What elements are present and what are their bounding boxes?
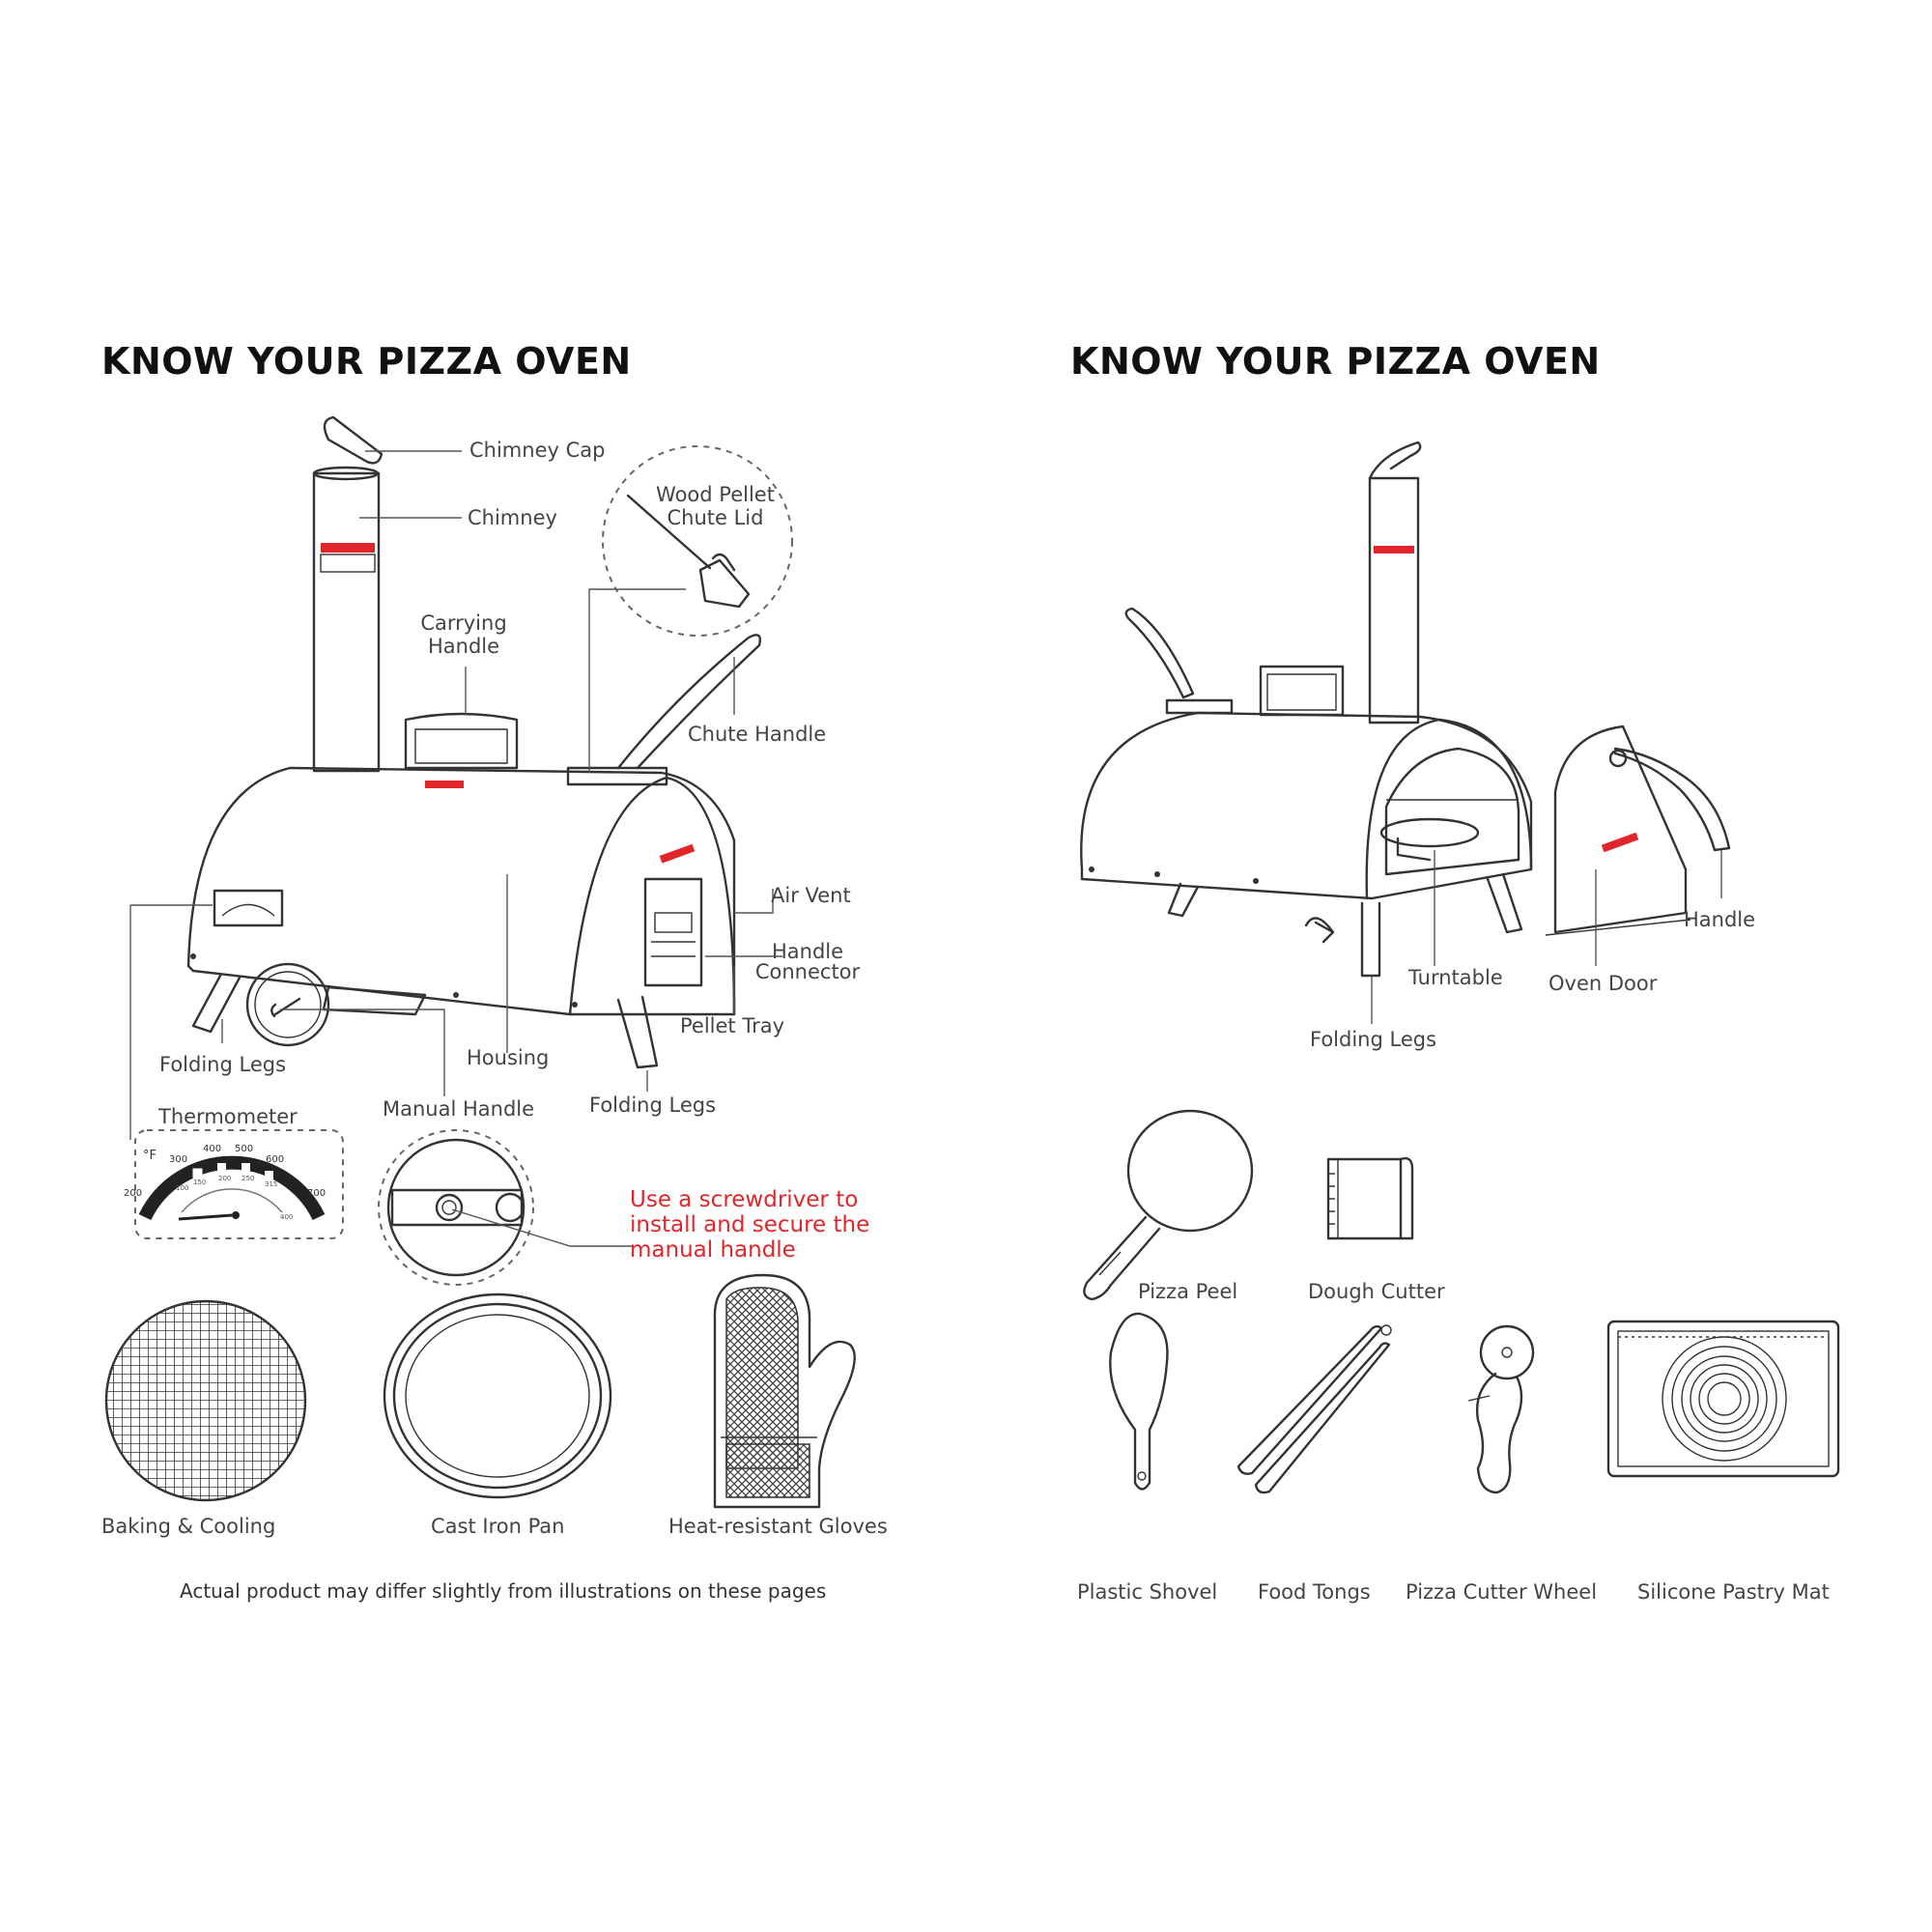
folding-leg-right-icon (616, 995, 659, 1069)
heat-resistant-glove-icon (713, 1273, 856, 1509)
label-cast-iron-pan: Cast Iron Pan (431, 1515, 565, 1538)
folding-leg-icon (1167, 882, 1200, 918)
label-baking-cooling: Baking & Cooling (101, 1515, 276, 1538)
food-tongs-icon (1236, 1324, 1392, 1494)
label-carrying-handle: Carrying Handle (420, 611, 507, 659)
label-plastic-shovel: Plastic Shovel (1077, 1580, 1218, 1604)
label-air-vent: Air Vent (771, 884, 851, 907)
label-pizza-cutter-wheel: Pizza Cutter Wheel (1406, 1580, 1598, 1604)
label-chimney-cap: Chimney Cap (469, 439, 606, 462)
dough-cutter-icon (1326, 1156, 1414, 1240)
pizza-peel-icon (1083, 1109, 1254, 1301)
folding-leg-icon (1486, 872, 1523, 934)
label-pizza-peel: Pizza Peel (1138, 1280, 1238, 1303)
housing-icon (1080, 711, 1533, 900)
pizza-cutter-wheel-icon (1467, 1324, 1535, 1494)
folding-leg-icon (1360, 901, 1381, 978)
gauge-tick: 600 (266, 1154, 284, 1165)
manual-handle-detail (378, 1129, 633, 1286)
label-dough-cutter: Dough Cutter (1308, 1280, 1445, 1303)
pellet-tray-icon (322, 985, 427, 1016)
gauge-tick: 500 (235, 1144, 253, 1154)
gauge-inner-tick: 100 (176, 1184, 188, 1192)
manual-handle-wheel-icon (245, 962, 330, 1047)
label-chimney: Chimney (468, 506, 557, 529)
folding-leg-left-icon (191, 974, 242, 1034)
gauge-inner-tick: 150 (193, 1179, 206, 1186)
gauge-tick: 400 (203, 1144, 221, 1154)
gauge-inner-tick: 200 (218, 1175, 231, 1182)
chute-lid-icon (566, 766, 668, 786)
label-folding-legs: Folding Legs (1310, 1028, 1437, 1051)
label-folding-legs-left: Folding Legs (159, 1053, 287, 1076)
label-handle: Handle (1684, 908, 1756, 931)
gauge-tick: 200 (124, 1188, 142, 1199)
oven-door-icon (1553, 724, 1688, 934)
cast-iron-pan-icon (383, 1293, 612, 1499)
gauge-inner-tick: 250 (242, 1175, 254, 1182)
thermometer-icon (213, 889, 284, 927)
label-manual-handle: Manual Handle (383, 1097, 535, 1121)
baking-cooling-rack-icon (104, 1299, 307, 1502)
label-food-tongs: Food Tongs (1258, 1580, 1371, 1604)
disclaimer-footer: Actual product may differ slightly from … (180, 1579, 827, 1603)
left-oven-illustration (186, 415, 762, 1069)
thermometer-detail: °F 200 300 400 500 600 700 100 150 200 2… (124, 1129, 344, 1239)
screwdriver-warning: Use a screwdriver to install and secure … (630, 1187, 870, 1263)
label-handle-connector: Handle Connector (754, 940, 861, 983)
door-handle-icon (1613, 747, 1731, 852)
air-vent-icon (643, 877, 703, 987)
label-chute-handle: Chute Handle (688, 723, 827, 746)
housing-icon (186, 766, 736, 1016)
gauge-inner-tick: 315 (265, 1180, 277, 1188)
label-wood-pellet-chute-lid: Wood Pellet Chute Lid (656, 483, 775, 530)
carrying-handle-icon (404, 712, 519, 770)
turntable-icon (1379, 817, 1480, 848)
chimney-cap-icon (323, 415, 384, 465)
gauge-inner-tick: 400 (280, 1213, 293, 1221)
label-housing: Housing (467, 1046, 550, 1069)
label-pellet-tray: Pellet Tray (680, 1014, 785, 1037)
oven-opening-icon (1384, 747, 1520, 876)
chute-handle-icon (616, 634, 762, 770)
plastic-shovel-icon (1109, 1312, 1169, 1491)
gauge-tick: 700 (307, 1188, 326, 1199)
gauge-tick: 300 (169, 1154, 187, 1165)
silicone-pastry-mat-icon (1606, 1320, 1840, 1478)
label-oven-door: Oven Door (1548, 972, 1658, 995)
gauge-unit: °F (143, 1149, 156, 1163)
fold-arrow-icon (1304, 917, 1335, 944)
chimney-icon (312, 471, 381, 773)
label-folding-legs-right: Folding Legs (589, 1094, 717, 1117)
label-heat-resistant-gloves: Heat-resistant Gloves (668, 1515, 888, 1538)
right-oven-illustration (1080, 440, 1731, 978)
label-turntable: Turntable (1408, 966, 1503, 989)
label-thermometer: Thermometer (158, 1105, 298, 1128)
right-page-title: KNOW YOUR PIZZA OVEN (1070, 340, 1601, 383)
left-page-title: KNOW YOUR PIZZA OVEN (101, 340, 632, 383)
chute-lid-detail (602, 445, 793, 637)
chute-handle-icon (1124, 607, 1195, 699)
chimney-cap-icon (1368, 440, 1422, 480)
chimney-icon (1368, 476, 1420, 724)
label-silicone-pastry-mat: Silicone Pastry Mat (1637, 1580, 1830, 1604)
